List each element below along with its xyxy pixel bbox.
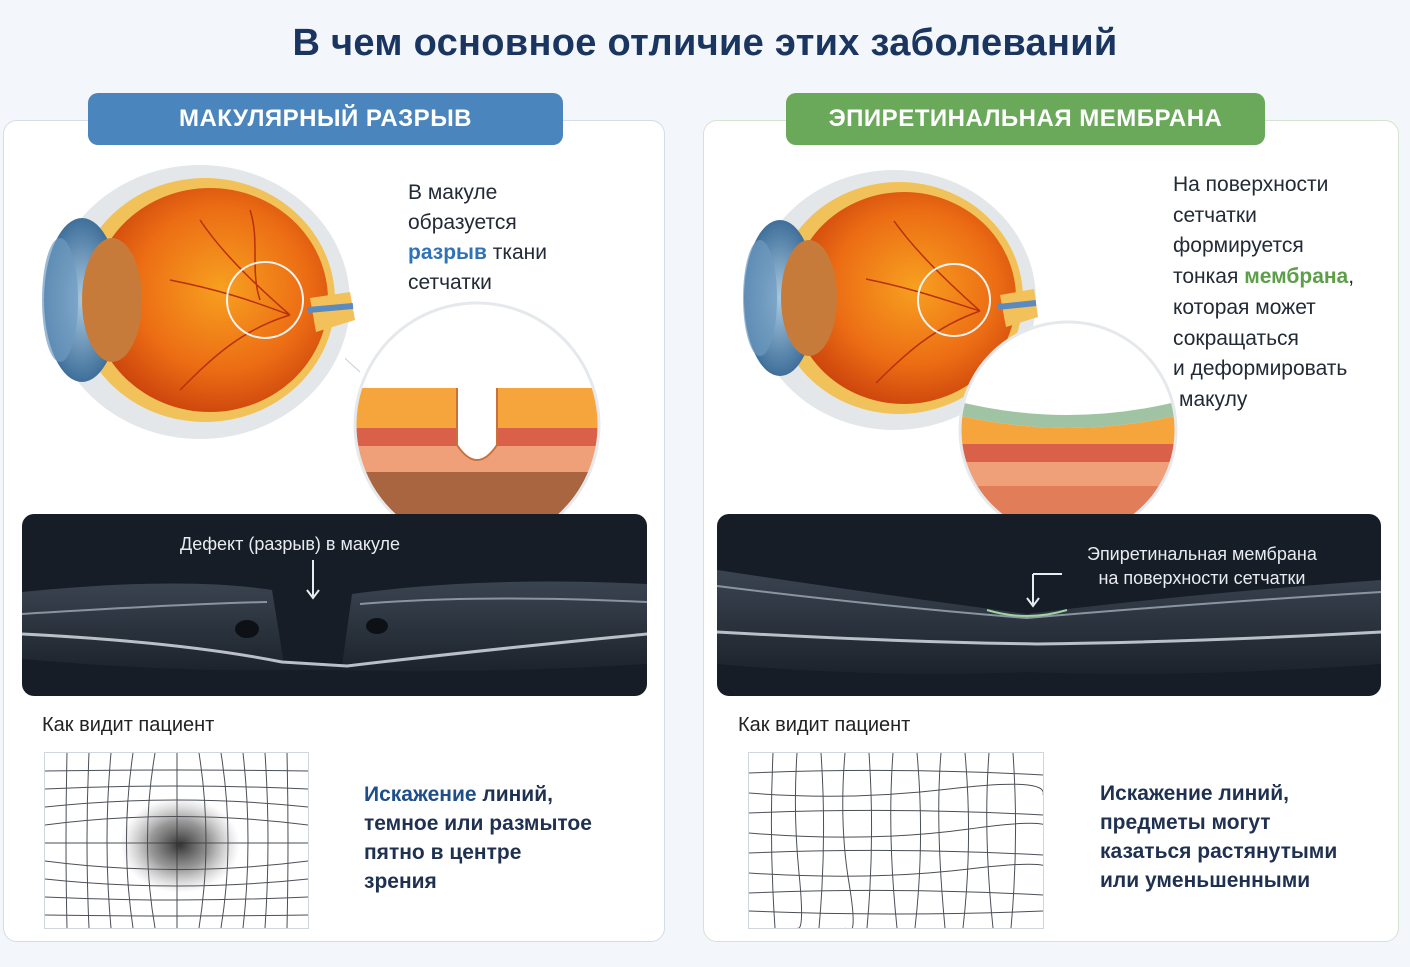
patient-view-label-left: Как видит пациент [42, 714, 215, 736]
oct-label-macular-hole: Дефект (разрыв) в макуле [180, 534, 401, 554]
epiretinal-membrane-symptoms: Искажение линий, предметы могут казаться… [1100, 782, 1338, 892]
eye-illustration-left [42, 165, 355, 439]
page-title: В чем основное отличие этих заболеваний [292, 22, 1118, 64]
amsler-grid-epiretinal-membrane [748, 752, 1044, 929]
epiretinal-membrane-badge: ЭПИРЕТИНАЛЬНАЯ МЕМБРАНА [786, 93, 1265, 145]
macular-hole-zoom [345, 301, 601, 549]
epiretinal-membrane-description: На поверхности сетчатки формируется тонк… [1173, 173, 1355, 411]
oct-label-epiretinal-membrane: Эпиретинальная мембрана на поверхности с… [1087, 544, 1317, 588]
macular-hole-description: В макуле образуется разрыв ткани сетчатк… [408, 181, 547, 294]
oct-scan-macular-hole: Дефект (разрыв) в макуле [22, 514, 647, 696]
eye-illustration-right [743, 170, 1038, 430]
patient-view-label-right: Как видит пациент [738, 714, 911, 736]
macular-hole-badge: МАКУЛЯРНЫЙ РАЗРЫВ [88, 93, 563, 145]
amsler-grid-macular-hole [44, 752, 309, 929]
macular-hole-symptoms: Искажение линий, темное или размытое пят… [364, 783, 592, 893]
oct-scan-epiretinal-membrane: Эпиретинальная мембрана на поверхности с… [717, 514, 1381, 696]
